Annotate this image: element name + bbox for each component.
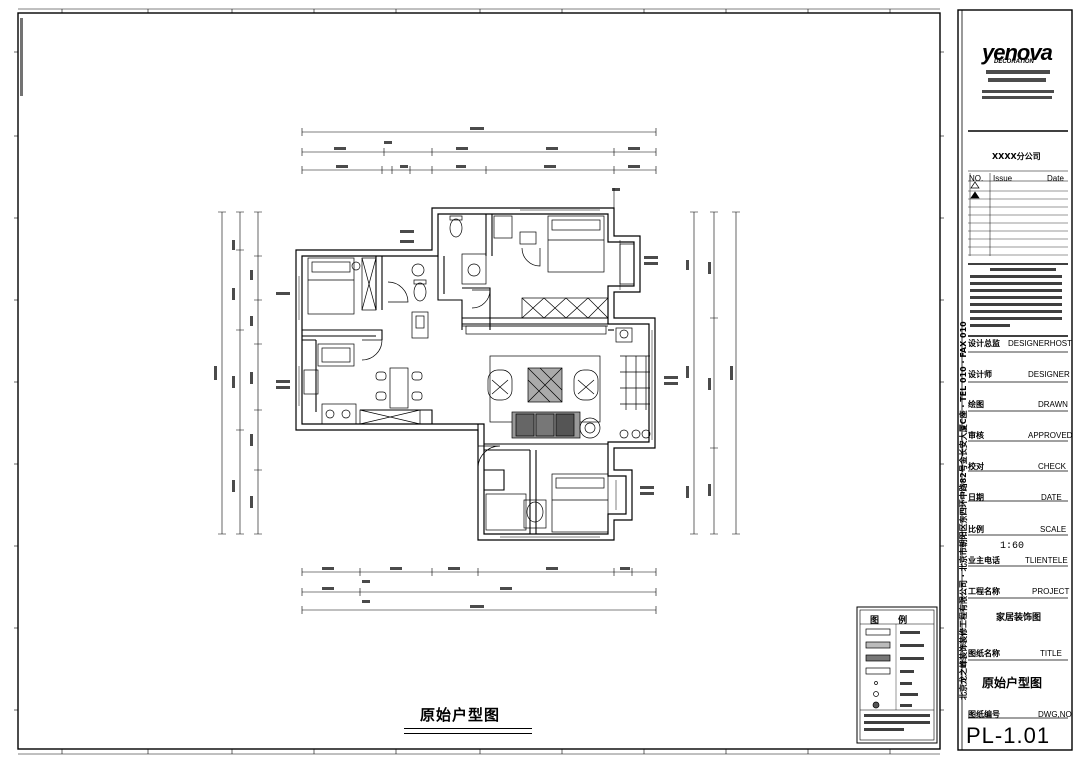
notes-paragraph: [970, 268, 1062, 327]
dimension-labels: [214, 127, 733, 608]
left-edge-notes: [20, 18, 23, 96]
company-logo: yenova: [982, 40, 1053, 65]
drawing-name-value: 原始户型图: [982, 676, 1043, 690]
revision-header-no: NO.: [969, 174, 984, 183]
field-label-date-cn: 日期: [968, 493, 984, 502]
field-label-title-en: TITLE: [1040, 649, 1062, 658]
field-label-project-cn: 工程名称: [968, 587, 1000, 596]
sheet-number: PL-1.01: [966, 723, 1051, 748]
field-label-client-en: TLIENTELE: [1025, 556, 1068, 565]
field-label-scale-cn: 比例: [968, 525, 984, 534]
company-logo-subtitle: DECORATION: [994, 59, 1034, 65]
legend-title: 图 例: [870, 616, 916, 626]
company-branch-label: XXXX分公司: [992, 152, 1041, 161]
bedroom-2-furniture: [519, 215, 635, 319]
dimension-lines: [218, 128, 740, 614]
exterior-walls: [295, 207, 656, 541]
field-label-dwg-no-en: DWG,NO: [1038, 710, 1072, 719]
field-label-designer-en: DESIGNER: [1028, 370, 1070, 379]
sheet-frame: [17, 8, 1073, 755]
drawing-title: 原始户型图: [420, 706, 501, 724]
legend-labels: [864, 631, 930, 731]
field-label-client-cn: 业主电话: [968, 556, 1000, 565]
frame-ticks: [14, 9, 944, 754]
vertical-company-text: 北京龙之峰装饰装修工程有限公司 · 北京市朝阳区东四环中路82号金长安大厦C座 …: [946, 20, 968, 720]
drawing-title-underline: [404, 728, 532, 734]
field-label-project-en: PROJECT: [1032, 587, 1070, 596]
title-block-lines: [968, 130, 1068, 719]
project-name-value: 家居装饰图: [996, 613, 1042, 623]
field-label-drawn-cn: 绘图: [968, 400, 984, 409]
field-label-scale-en: SCALE: [1040, 525, 1067, 534]
field-label-designer-host-en: DESIGNERHOST: [1008, 339, 1073, 348]
bathroom-2-fixtures: [449, 215, 513, 285]
field-label-check-cn: 校对: [968, 462, 984, 471]
dining-set: [375, 367, 423, 409]
field-label-approved-cn: 审核: [968, 431, 984, 440]
field-label-drawn-en: DRAWN: [1038, 400, 1068, 409]
scale-value: 1:60: [1000, 541, 1025, 552]
kitchen-fixtures: [303, 343, 421, 425]
field-label-title-cn: 图纸名称: [968, 649, 1000, 658]
bedroom-1-furniture: [307, 257, 377, 315]
bathroom-1-fixtures: [411, 263, 429, 339]
logo-address-lines: [982, 70, 1054, 99]
revision-header-issue: Issue: [993, 174, 1013, 183]
revision-triangles: [970, 181, 980, 199]
floor-plan: [295, 207, 656, 541]
living-room-furniture: [462, 325, 608, 439]
field-label-check-en: CHECK: [1038, 462, 1067, 471]
balcony-fixtures: [615, 327, 651, 439]
legend-box: [856, 606, 938, 744]
revision-header-date: Date: [1047, 174, 1064, 183]
field-label-dwg-no-cn: 图纸编号: [968, 710, 1000, 719]
bedroom-3-furniture: [485, 473, 609, 533]
field-label-date-en: DATE: [1041, 493, 1062, 502]
field-label-approved-en: APPROVED: [1028, 431, 1073, 440]
field-label-designer-host-cn: 设计总监: [968, 339, 1000, 348]
field-label-designer-cn: 设计师: [968, 370, 992, 379]
door-swings: [361, 247, 541, 469]
